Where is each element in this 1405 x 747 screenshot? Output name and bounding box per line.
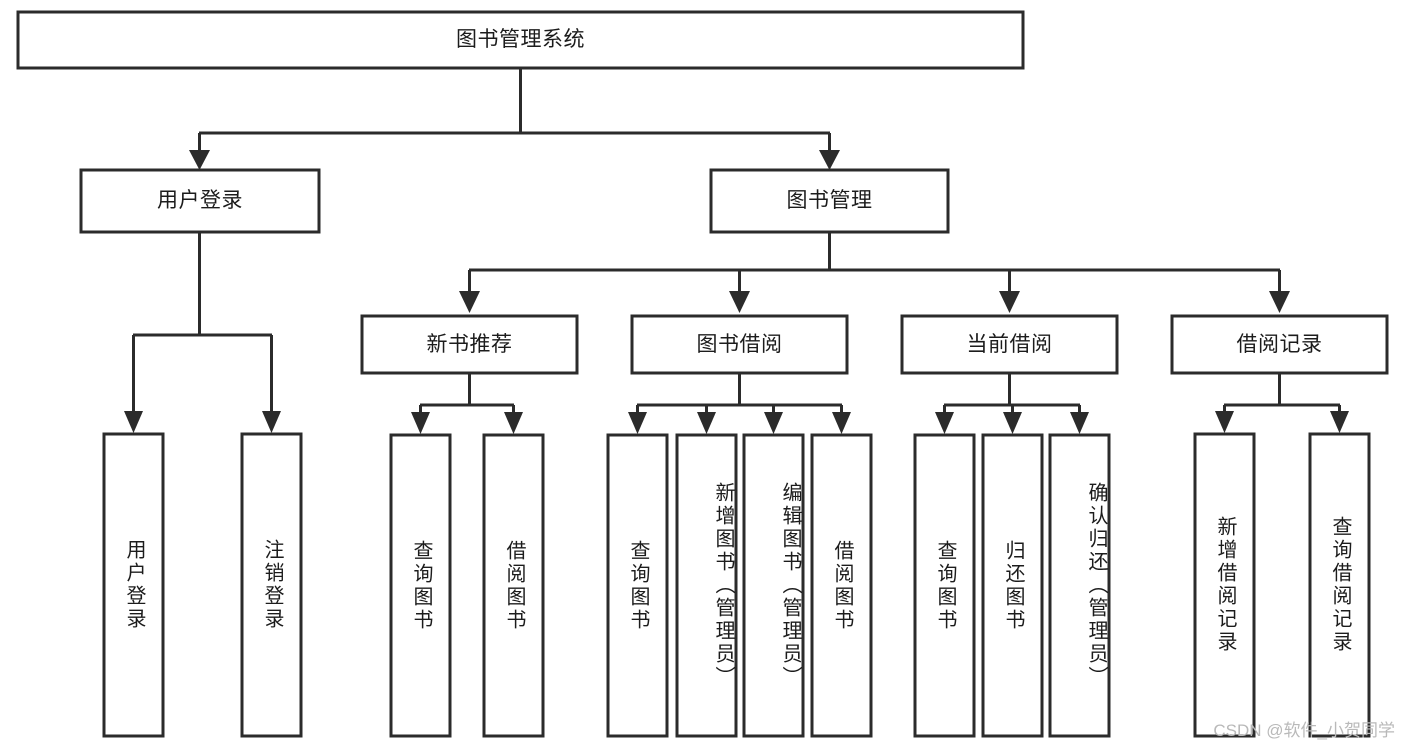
arrow-head-user-login	[189, 150, 210, 170]
node-box-leaf-query-book-2[interactable]	[606, 433, 669, 738]
arrow-head-leaf-borrow-book-1	[504, 412, 523, 434]
node-box-user-login[interactable]	[79, 168, 321, 234]
arrow-head-leaf-return-book	[1003, 412, 1022, 434]
connector-book-borrow-to-leaves	[628, 373, 851, 434]
arrow-head-leaf-query-record	[1330, 411, 1349, 433]
arrow-head-leaf-confirm-return	[1070, 412, 1089, 434]
node-box-book-borrow[interactable]	[630, 314, 849, 375]
arrow-head-new-book-recommend	[459, 291, 480, 313]
node-box-root[interactable]	[16, 10, 1025, 70]
node-box-leaf-query-book-1[interactable]	[389, 433, 452, 738]
node-box-leaf-borrow-book-2[interactable]	[810, 433, 873, 738]
csdn-watermark: CSDN @软件_小贺同学	[1213, 721, 1395, 740]
arrow-head-leaf-add-book	[697, 412, 716, 434]
node-box-leaf-query-book-3[interactable]	[913, 433, 976, 738]
connector-new-book-recommend-to-leaves	[411, 373, 523, 434]
arrow-head-leaf-edit-book	[764, 412, 783, 434]
node-box-leaf-query-record[interactable]	[1308, 432, 1371, 738]
connector-root-to-level1	[189, 68, 840, 170]
arrow-head-leaf-user-login	[124, 411, 143, 433]
arrow-head-leaf-logout-login	[262, 411, 281, 433]
node-box-current-borrow[interactable]	[900, 314, 1119, 375]
connector-book-management-to-level2	[459, 232, 1290, 313]
arrow-head-leaf-add-record	[1215, 411, 1234, 433]
connector-user-login-to-leaves	[124, 232, 281, 433]
node-box-leaf-add-book[interactable]	[675, 433, 738, 738]
node-box-leaf-confirm-return[interactable]	[1048, 433, 1111, 738]
node-box-borrow-record[interactable]	[1170, 314, 1389, 375]
node-box-leaf-borrow-book-1[interactable]	[482, 433, 545, 738]
arrow-head-leaf-query-book-2	[628, 412, 647, 434]
node-box-leaf-return-book[interactable]	[981, 433, 1044, 738]
node-box-book-management[interactable]	[709, 168, 950, 234]
node-box-new-book-recommend[interactable]	[360, 314, 579, 375]
node-box-leaf-logout-login[interactable]	[240, 432, 303, 738]
arrow-head-current-borrow	[999, 291, 1020, 313]
arrow-head-book-management	[819, 150, 840, 170]
node-box-leaf-user-login[interactable]	[102, 432, 165, 738]
node-box-leaf-add-record[interactable]	[1193, 432, 1256, 738]
arrow-head-leaf-query-book-3	[935, 412, 954, 434]
arrow-head-leaf-borrow-book-2	[832, 412, 851, 434]
connector-current-borrow-to-leaves	[935, 373, 1089, 434]
arrow-head-borrow-record	[1269, 291, 1290, 313]
node-box-leaf-edit-book[interactable]	[742, 433, 805, 738]
arrow-head-leaf-query-book-1	[411, 412, 430, 434]
connector-borrow-record-to-leaves	[1215, 373, 1349, 433]
arrow-head-book-borrow	[729, 291, 750, 313]
